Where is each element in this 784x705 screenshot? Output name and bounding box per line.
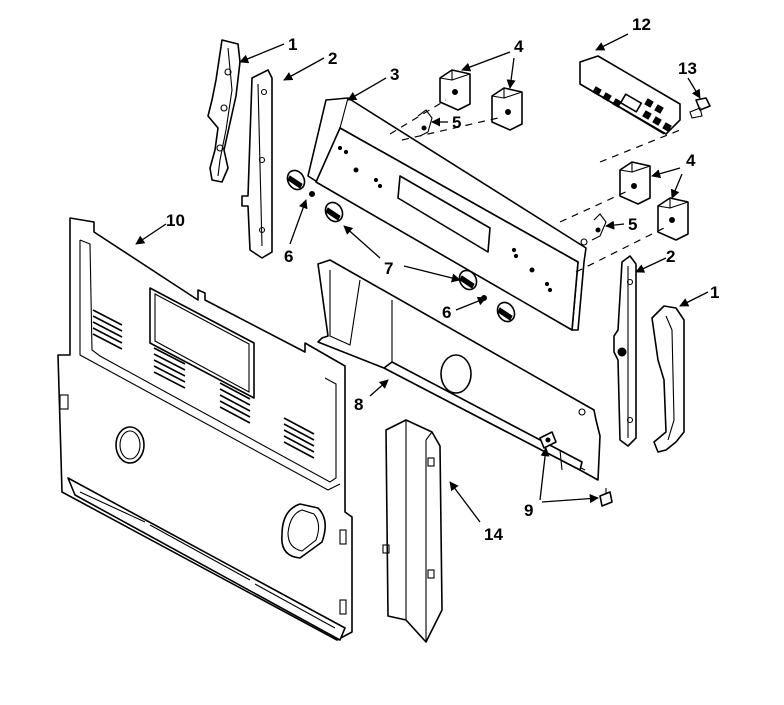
callout-6-left: 6 [284, 247, 293, 266]
alignment-lines [389, 99, 681, 273]
callout-2-left: 2 [328, 49, 337, 68]
knob-part-7-d [496, 301, 516, 323]
knob-part-7-a [286, 169, 306, 191]
callout-12: 12 [632, 15, 651, 34]
switch-part-4-b [491, 87, 523, 131]
clip-part-5-a [417, 109, 433, 137]
side-bracket-part-2-left [241, 69, 273, 259]
side-bracket-part-2-right [613, 255, 637, 447]
switch-part-4-d [657, 197, 689, 241]
callout-3: 3 [390, 65, 399, 84]
switch-part-4-a [439, 69, 471, 111]
leader-lines [135, 33, 709, 523]
callout-1-left: 1 [288, 35, 297, 54]
rear-panel-part-10 [57, 217, 353, 641]
callout-4-top: 4 [514, 37, 524, 56]
callout-labels: 1 2 3 4 5 12 13 10 6 7 4 5 2 1 6 8 9 14 [166, 15, 719, 544]
callout-2-right: 2 [666, 247, 675, 266]
callout-10: 10 [166, 211, 185, 230]
screw-part-9-b [599, 488, 613, 507]
screw-part-13 [689, 97, 711, 119]
knob-part-7-c [458, 269, 478, 291]
callout-14: 14 [484, 525, 503, 544]
end-cap-part-1-right [651, 305, 685, 453]
callout-9: 9 [524, 501, 533, 520]
control-panel-part-3 [307, 97, 588, 331]
screw-part-6-a [309, 191, 315, 197]
lower-bracket-part-8 [317, 259, 601, 481]
callout-5-right: 5 [628, 215, 637, 234]
switch-part-4-c [619, 161, 651, 205]
clip-part-5-b [591, 213, 607, 241]
screw-part-9-a [539, 431, 557, 449]
callout-7: 7 [384, 259, 393, 278]
callout-5-top: 5 [452, 113, 461, 132]
end-cap-part-1-left [207, 39, 241, 183]
callout-6-right: 6 [442, 303, 451, 322]
channel-strip-part-14 [382, 419, 443, 643]
callout-4-right: 4 [686, 151, 696, 170]
callout-1-right: 1 [710, 283, 719, 302]
callout-13: 13 [678, 59, 697, 78]
vent-slots [92, 309, 315, 459]
callout-8: 8 [354, 395, 363, 414]
control-board-part-12 [579, 55, 681, 135]
knob-part-7-b [324, 201, 344, 223]
